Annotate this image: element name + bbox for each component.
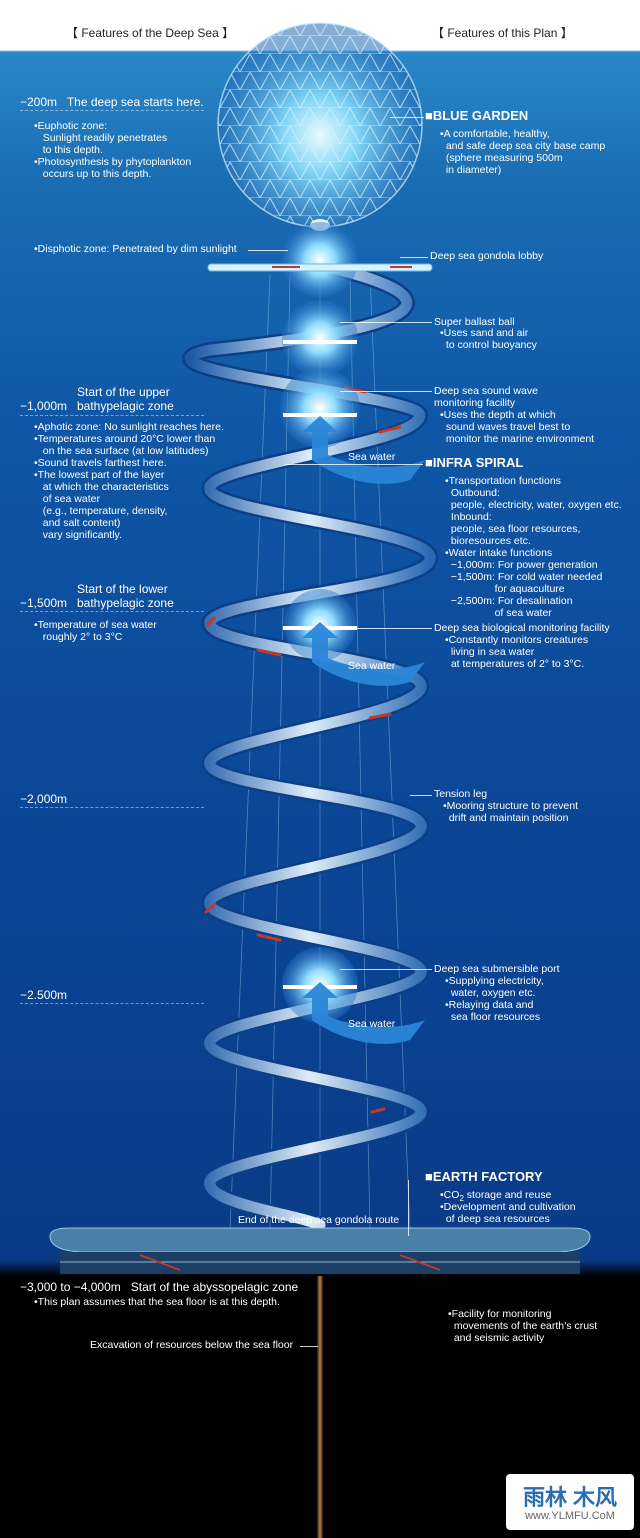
tension-title: Tension leg xyxy=(434,788,488,800)
sound-title: Deep sea sound wave monitoring facility xyxy=(434,385,538,409)
water-arrows xyxy=(302,416,425,1044)
co2-prefix: •CO xyxy=(440,1189,460,1201)
ballast-text: •Uses sand and air to control buoyancy xyxy=(440,327,537,351)
co2-suffix: storage and reuse xyxy=(463,1189,552,1201)
euphotic-note: •Euphotic zone: Sunlight readily penetra… xyxy=(34,120,192,180)
depth-2000: −2,000m xyxy=(20,792,68,806)
sea-water-label: Sea water xyxy=(348,451,396,463)
earth-factory-title: ■EARTH FACTORY xyxy=(425,1169,543,1184)
disphotic-note: •Disphotic zone: Penetrated by dim sunli… xyxy=(34,243,237,255)
infra-spiral-title: ■INFRA SPIRAL xyxy=(425,455,524,470)
depth-line xyxy=(20,110,204,111)
depth-1500: −1,500m xyxy=(20,596,68,610)
crust-note: •Facility for monitoring movements of th… xyxy=(448,1308,598,1344)
port-text: •Supplying electricity, water, oxygen et… xyxy=(445,975,544,1023)
earth-factory-text: •Development and cultivation of deep sea… xyxy=(440,1201,576,1225)
leader-line xyxy=(340,969,432,970)
depth-line xyxy=(20,807,204,808)
header-sea-features: 【 Features of the Deep Sea 】 xyxy=(66,26,235,40)
temperature-note: •Temperature of sea water roughly 2° to … xyxy=(34,619,157,643)
tension-text: •Mooring structure to prevent drift and … xyxy=(443,800,578,824)
sound-wave-ball xyxy=(280,368,360,448)
depth-text: Start of the abyssopelagic zone xyxy=(130,1280,299,1294)
gondola-lobby-label: Deep sea gondola lobby xyxy=(430,250,544,262)
depth-abyss: −3,000 to −4,000m Start of the abyssopel… xyxy=(20,1280,298,1294)
super-ballast-ball xyxy=(282,300,358,376)
ballast-title: Super ballast ball xyxy=(434,316,515,328)
bio-text: •Constantly monitors creatures living in… xyxy=(445,634,589,670)
earth-factory xyxy=(49,1227,591,1274)
depth-value: −200m xyxy=(20,95,58,109)
earth-co2: •CO2 storage and reuse xyxy=(440,1189,551,1205)
sea-water-label: Sea water xyxy=(348,660,396,672)
depth-line xyxy=(20,1003,204,1004)
watermark-logo: 雨林 木风 www.YLMFU.CoM xyxy=(506,1474,634,1530)
leader-line xyxy=(340,322,432,323)
port-title: Deep sea submersible port xyxy=(434,963,560,975)
aphotic-note: •Aphotic zone: No sunlight reaches here.… xyxy=(34,421,224,541)
sound-text: •Uses the depth at which sound waves tra… xyxy=(440,409,595,445)
watermark-url: www.YLMFU.CoM xyxy=(525,1510,615,1522)
blue-garden-title: ■BLUE GARDEN xyxy=(425,108,529,123)
depth-200: −200m The deep sea starts here. xyxy=(20,95,204,109)
seafloor-note: •This plan assumes that the sea floor is… xyxy=(34,1296,280,1308)
leader-line xyxy=(400,257,428,258)
infra-spiral xyxy=(182,257,438,1233)
co2-sub: 2 xyxy=(459,1194,464,1204)
depth-line xyxy=(20,415,204,416)
depth-line xyxy=(20,611,204,612)
leader-line xyxy=(330,628,432,629)
leader-line xyxy=(248,250,288,251)
blue-garden-sphere xyxy=(217,22,423,231)
leader-line xyxy=(285,464,423,465)
depth-1000-text: Start of the upper bathypelagic zone xyxy=(77,385,174,413)
sea-water-label: Sea water xyxy=(348,1018,396,1030)
leader-line xyxy=(408,1180,409,1236)
leader-line xyxy=(300,1346,318,1347)
infra-spiral-text: •Transportation functions Outbound: peop… xyxy=(445,475,622,619)
blue-garden-text: •A comfortable, healthy, and safe deep s… xyxy=(440,128,606,176)
excavation-note: Excavation of resources below the sea fl… xyxy=(90,1339,294,1351)
leader-line xyxy=(340,391,432,392)
gondola-lobby-ball xyxy=(207,222,433,298)
watermark-cn: 雨林 木风 xyxy=(522,1485,618,1510)
depth-value: −3,000 to −4,000m xyxy=(20,1280,121,1294)
gondola-end-label: End of the deep sea gondola route xyxy=(238,1214,400,1226)
depth-1000: −1,000m xyxy=(20,399,68,413)
leader-line xyxy=(410,795,432,796)
leader-line xyxy=(390,117,424,118)
depth-text: The deep sea starts here. xyxy=(66,95,204,109)
header-plan-features: 【 Features of this Plan 】 xyxy=(432,26,573,40)
bio-title: Deep sea biological monitoring facility xyxy=(434,622,610,634)
depth-1500-text: Start of the lower bathypelagic zone xyxy=(77,582,174,610)
depth-2500: −2.500m xyxy=(20,988,68,1002)
